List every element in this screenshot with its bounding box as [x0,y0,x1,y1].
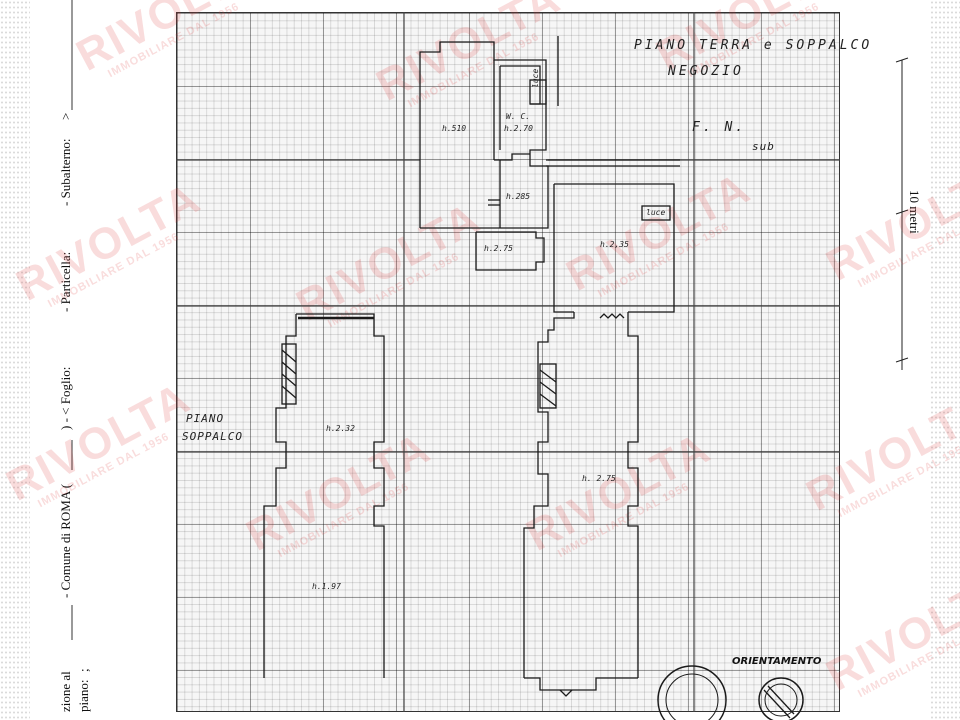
room-height-285: h.285 [506,192,531,201]
room-label-wc: W. C. [506,112,531,121]
north-arrow-icon [758,677,804,720]
room-height-232: h.2.32 [326,424,355,433]
room-height-275-main: h. 2.75 [582,474,616,483]
room-height-275-small: h.2.75 [484,244,513,253]
left-margin-noise [0,0,30,720]
mezzanine-label-line2: SOPPALCO [182,430,243,443]
plan-title: PIANO TERRA e SOPPALCO [634,38,873,53]
room-height-510: h.510 [442,124,467,133]
mezzanine-outline [263,313,385,678]
graph-paper [176,12,840,712]
room-235-walls [553,183,675,319]
luce-label: luce [646,208,666,217]
luce-label: luce [531,68,540,88]
room-height-270: h.2.70 [504,124,533,133]
plan-subtitle: NEGOZIO [668,64,744,79]
plan-sub: sub [752,140,775,153]
upper-block-walls [419,36,680,229]
shop-outline [523,312,639,697]
orientation-label: ORIENTAMENTO [732,656,822,667]
mezzanine-label-line1: PIANO [186,412,225,425]
small-room-walls [475,231,545,271]
engineers-stamp [657,665,727,720]
plan-fn: F. N. [692,120,747,135]
room-height-235: h.2,35 [600,240,629,249]
room-height-197: h.1.97 [312,582,341,591]
right-margin-noise [930,0,960,720]
